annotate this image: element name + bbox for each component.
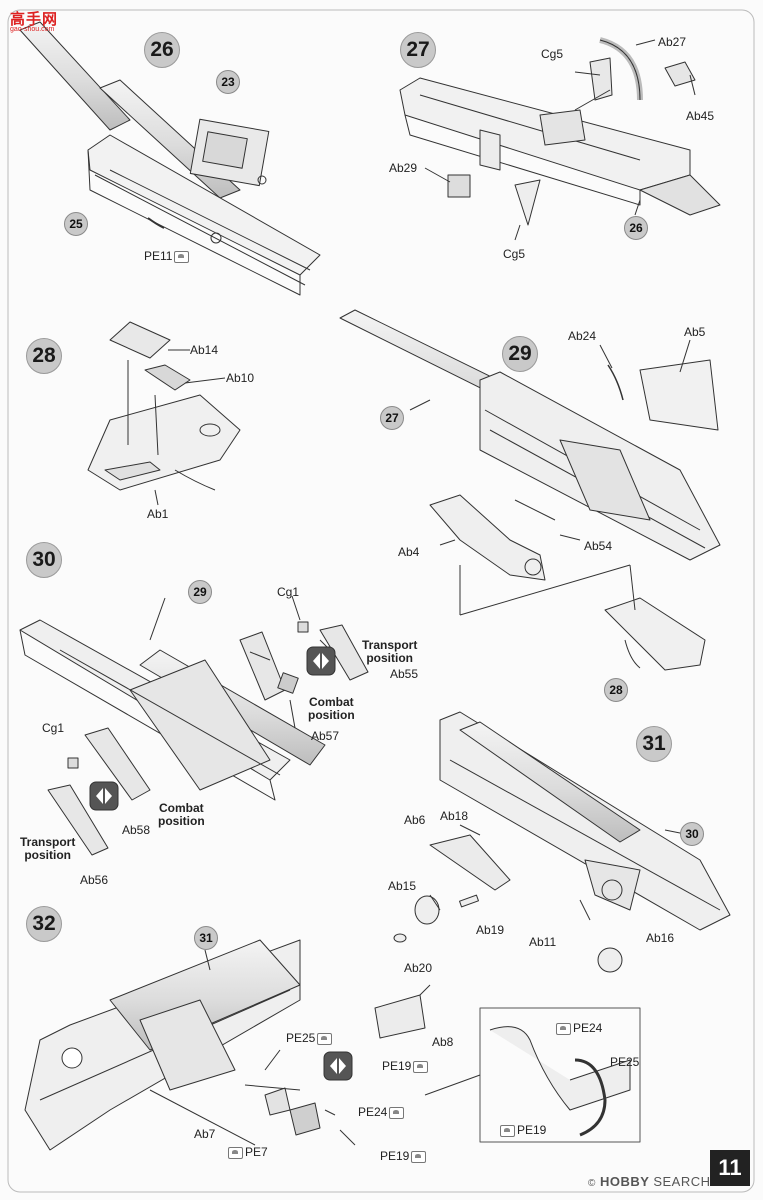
label-ab57: Ab57 — [311, 729, 340, 743]
label-cg1-left: Cg1 — [42, 721, 65, 735]
photo-etch-icon — [228, 1146, 243, 1159]
ref-27-badge: 27 — [380, 406, 404, 430]
label-pe19-b: PE19 — [382, 1060, 429, 1073]
label-ab55: Ab55 — [390, 667, 419, 681]
label-ab6: Ab6 — [404, 813, 426, 827]
label-transport-position-2: Transport position — [20, 835, 76, 862]
label-ab19: Ab19 — [476, 923, 505, 937]
step-26-badge: 26 — [144, 32, 180, 68]
label-ab11: Ab11 — [529, 935, 557, 949]
label-pe11: PE11 — [144, 250, 190, 263]
label-ab29: Ab29 — [389, 161, 418, 175]
ref-26-badge: 26 — [624, 216, 648, 240]
ref-29-badge: 29 — [188, 580, 212, 604]
ref-28-badge: 28 — [604, 678, 628, 702]
label-ab24: Ab24 — [568, 329, 597, 343]
photo-etch-icon — [389, 1106, 405, 1119]
label-cg5-top: Cg5 — [541, 47, 564, 61]
step-29-badge: 29 — [502, 336, 538, 372]
label-ab27: Ab27 — [658, 35, 687, 49]
label-pe24: PE24 — [358, 1106, 405, 1119]
photo-etch-icon — [556, 1022, 571, 1035]
ref-25-badge: 25 — [64, 212, 88, 236]
label-pe25: PE25 — [286, 1032, 333, 1045]
label-ab45: Ab45 — [686, 109, 715, 123]
page-number: 11 — [710, 1150, 750, 1186]
label-ab8: Ab8 — [432, 1035, 454, 1049]
step-27-badge: 27 — [400, 32, 436, 68]
photo-etch-icon — [411, 1150, 427, 1163]
label-ab56: Ab56 — [80, 873, 109, 887]
logo-url: gao-shou.com — [10, 26, 55, 33]
label-ab5: Ab5 — [684, 325, 706, 339]
label-ab15: Ab15 — [388, 879, 417, 893]
ref-30-badge: 30 — [680, 822, 704, 846]
label-ab54: Ab54 — [584, 539, 613, 553]
label-inset-pe19: PE19 — [500, 1124, 546, 1137]
hobbysearch-watermark: © HOBBY SEARCH — [588, 1174, 711, 1189]
photo-etch-icon — [500, 1124, 515, 1137]
step-28-badge: 28 — [26, 338, 62, 374]
ref-31-badge: 31 — [194, 926, 218, 950]
step-30-badge: 30 — [26, 542, 62, 578]
label-ab4: Ab4 — [398, 545, 420, 559]
photo-etch-icon — [317, 1032, 333, 1045]
step-31-badge: 31 — [636, 726, 672, 762]
ref-23-badge: 23 — [216, 70, 240, 94]
label-ab7: Ab7 — [194, 1127, 216, 1141]
label-combat-position-1: Combat position — [308, 695, 355, 722]
label-ab1: Ab1 — [147, 507, 169, 521]
label-ab20: Ab20 — [404, 961, 433, 975]
label-ab16: Ab16 — [646, 931, 675, 945]
label-ab14: Ab14 — [190, 343, 219, 357]
label-combat-position-2: Combat position — [158, 801, 205, 828]
label-cg1-top: Cg1 — [277, 585, 300, 599]
photo-etch-icon — [413, 1060, 429, 1073]
label-inset-pe24: PE24 — [556, 1022, 602, 1035]
label-inset-pe25: PE25 — [610, 1055, 640, 1069]
step-32-badge: 32 — [26, 906, 62, 942]
photo-etch-icon — [174, 250, 190, 263]
label-ab58: Ab58 — [122, 823, 151, 837]
label-pe7: PE7 — [228, 1146, 268, 1159]
label-pe19: PE19 — [380, 1150, 427, 1163]
label-cg5-bottom: Cg5 — [503, 247, 526, 261]
label-transport-position-1: Transport position — [362, 638, 418, 665]
label-ab18: Ab18 — [440, 809, 469, 823]
logo-text: 高手网 — [10, 11, 59, 28]
site-logo: 高手网 gao-shou.com — [4, 4, 70, 36]
label-ab10: Ab10 — [226, 371, 255, 385]
